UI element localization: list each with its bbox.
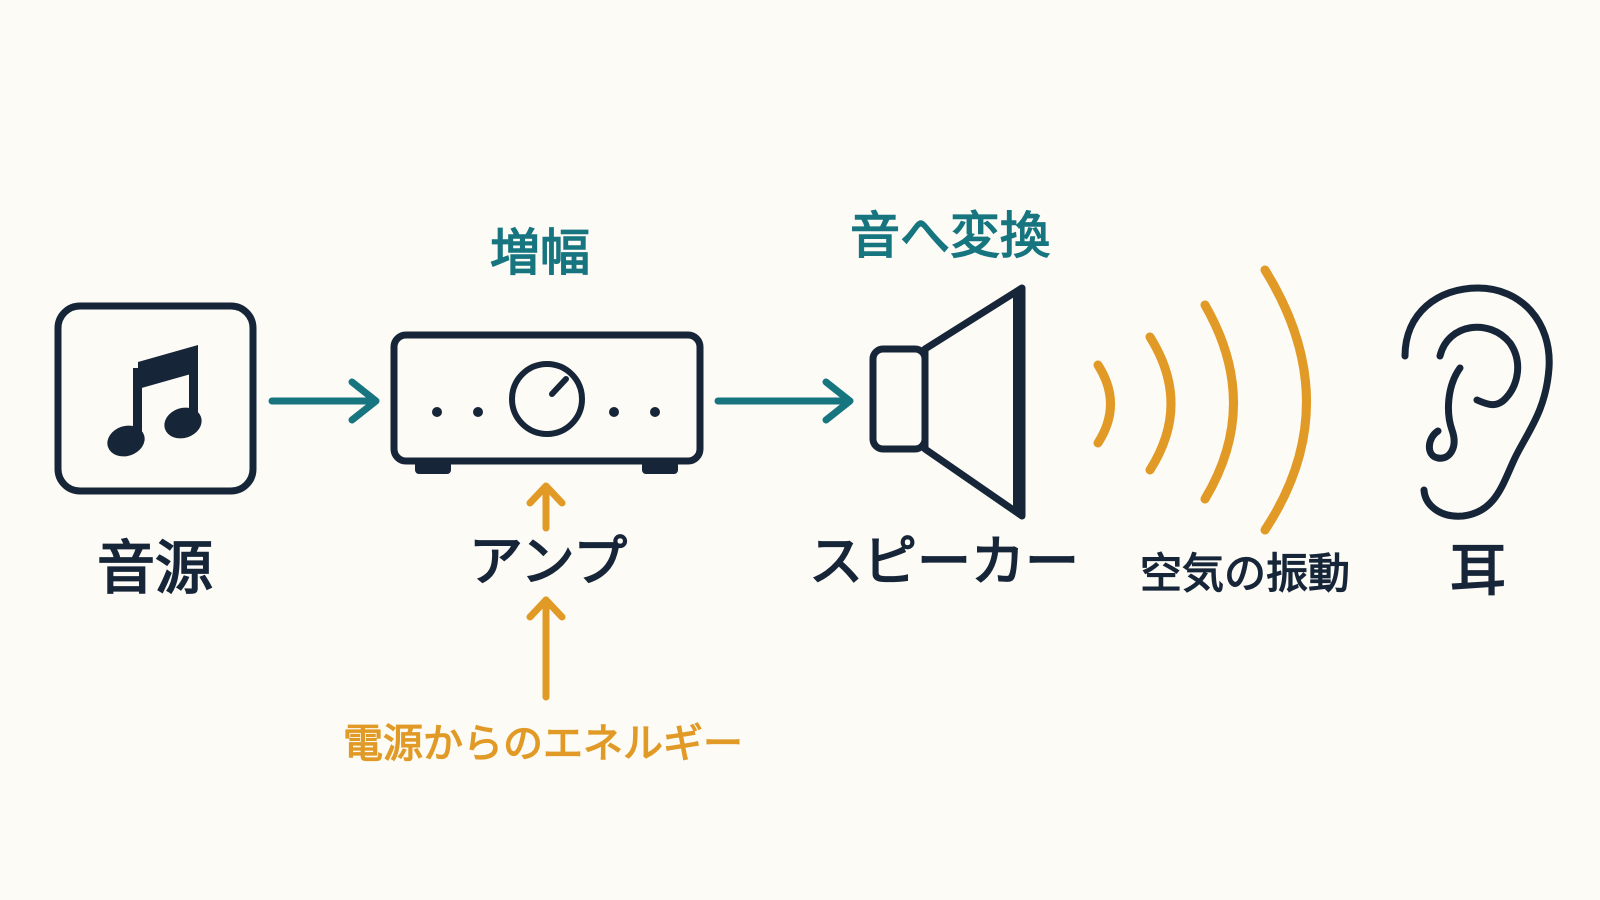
power-arrow-lower	[526, 596, 566, 701]
ear-label: 耳	[1450, 539, 1506, 604]
source-label: 音源	[97, 534, 213, 602]
speaker-label: スピーカー	[809, 530, 1079, 593]
speaker-icon	[869, 284, 1026, 520]
power-label: 電源からのエネルギー	[343, 721, 743, 767]
amplifier-icon	[390, 331, 704, 474]
music-note-icon	[107, 345, 202, 457]
power-arrow-upper	[526, 482, 566, 532]
sound-waves-icon	[1093, 265, 1311, 535]
amplify-label: 増幅	[490, 224, 590, 282]
signal-arrow-2	[714, 378, 854, 424]
music-source-icon	[54, 302, 257, 495]
ear-icon	[1401, 284, 1553, 520]
air-vibration-label: 空気の振動	[1140, 549, 1350, 598]
to-sound-label: 音へ変換	[850, 207, 1051, 265]
amp-label: アンプ	[469, 530, 627, 593]
signal-arrow-1	[268, 378, 380, 424]
